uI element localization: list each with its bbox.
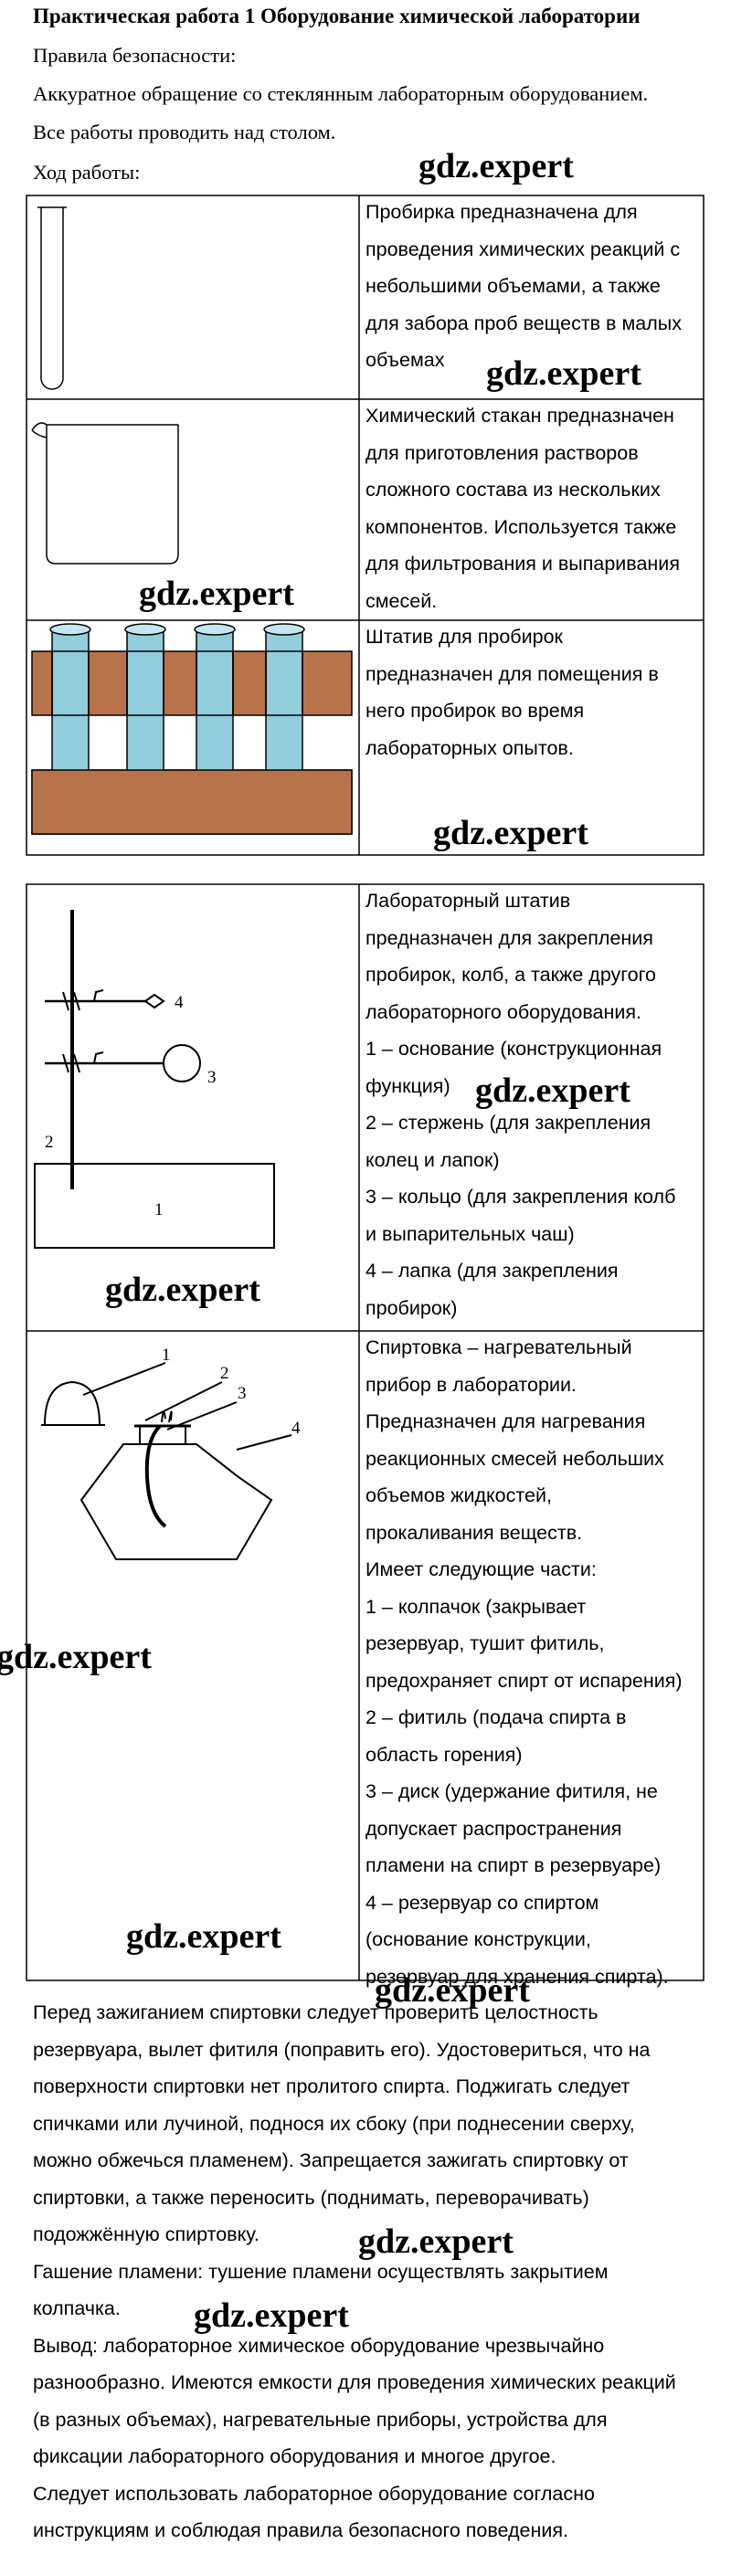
paragraph-line: Следует использовать лабораторное оборуд… (33, 2482, 595, 2505)
watermark: gdz.expert (139, 575, 294, 613)
paragraph-line: фиксации лабораторного оборудования и мн… (33, 2445, 556, 2467)
test-tube-rack-description: Штатив для пробирок предназначен для пом… (366, 626, 659, 759)
watermark: gdz.expert (194, 2296, 349, 2335)
paragraph-line: спичками или лучиной, поднося их сбоку (… (33, 2112, 635, 2135)
paragraph-line: разнообразно. Имеются емкости для провед… (33, 2371, 676, 2393)
lamp-label-4: 4 (291, 1419, 301, 1438)
lamp-label-2: 2 (220, 1364, 229, 1383)
paragraph-line: подожжённую спиртовку. (33, 2223, 260, 2245)
test-tube-rack-illustration (31, 623, 353, 835)
stand-label-1: 1 (154, 1200, 164, 1219)
paragraph-line: поверхности спиртовки нет пролитого спир… (33, 2075, 630, 2097)
beaker-description: Химический стакан предназначен для приго… (366, 405, 680, 612)
spirit-lamp-description: Спиртовка – нагревательный прибор в лабо… (366, 1336, 683, 1988)
safety-rule: Все работы проводить над столом. (33, 121, 336, 143)
watermark: gdz.expert (475, 1072, 630, 1110)
stand-label-4: 4 (175, 993, 184, 1012)
beaker-illustration (31, 422, 179, 565)
watermark: gdz.expert (358, 2222, 514, 2261)
test-tube-illustration (37, 206, 67, 390)
paragraph-line: Перед зажиганием спиртовки следует прове… (33, 2001, 599, 2023)
spirit-lamp-illustration: 1 2 3 4 (41, 1346, 301, 1560)
paragraph-line: (в разных объемах), нагревательные прибо… (33, 2408, 608, 2431)
paragraph-line: Гашение пламени: тушение пламени осущест… (33, 2260, 609, 2283)
lamp-label-1: 1 (162, 1346, 171, 1365)
paragraph-line: инструкциям и соблюдая правила безопасно… (33, 2519, 569, 2541)
paragraph-line: Вывод: лабораторное химическое оборудова… (33, 2334, 605, 2357)
stand-label-2: 2 (45, 1133, 54, 1152)
watermark: gdz.expert (105, 1271, 260, 1309)
paragraph-line: резервуара, вылет фитиля (поправить его)… (33, 2038, 651, 2061)
page-title: Практическая работа 1 Оборудование химич… (33, 5, 641, 27)
watermark: gdz.expert (126, 1917, 281, 1956)
safety-heading: Правила безопасности: (33, 44, 237, 67)
watermark: gdz.expert (486, 354, 641, 393)
watermark: gdz.expert (433, 814, 588, 852)
closing-text: Перед зажиганием спиртовки следует прове… (33, 1994, 709, 2550)
watermark: gdz.expert (375, 1971, 530, 2010)
watermark: gdz.expert (418, 147, 574, 185)
procedure-heading: Ход работы: (33, 161, 141, 184)
paragraph-line: колпачка. (33, 2297, 121, 2319)
watermark: gdz.expert (0, 1638, 152, 1676)
paragraph-line: спиртовки, а также переносить (поднимать… (33, 2186, 589, 2209)
lab-stand-description: Лабораторный штатив предназначен для зак… (366, 890, 676, 1319)
lab-stand-illustration: 4 3 2 1 (34, 910, 275, 1249)
test-tube-description: Пробирка предназначена для проведения хи… (366, 201, 682, 371)
stand-label-3: 3 (207, 1068, 217, 1087)
safety-rule: Аккуратное обращение со стеклянным лабор… (33, 82, 649, 105)
lamp-label-3: 3 (238, 1384, 247, 1403)
paragraph-line: можно обжечься пламенем). Запрещается за… (33, 2149, 629, 2171)
